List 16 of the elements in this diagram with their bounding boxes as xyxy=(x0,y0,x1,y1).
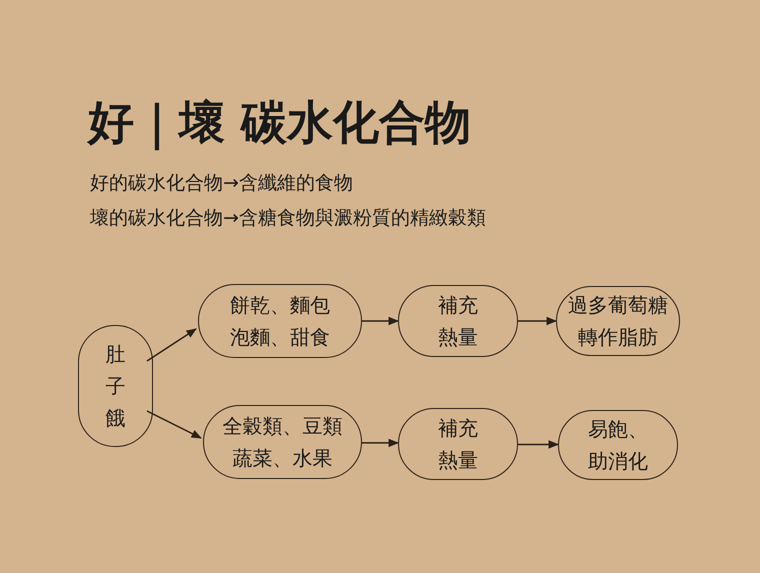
arrow xyxy=(362,316,400,326)
rounded-box: 易飽、助消化 xyxy=(558,410,678,480)
rounded-box: 過多葡萄糖轉作脂肪 xyxy=(556,286,680,356)
arrow xyxy=(518,440,560,449)
arrow xyxy=(146,410,202,439)
rounded-box: 肚子餓 xyxy=(78,325,153,447)
rounded-box: 補充熱量 xyxy=(398,285,518,357)
rounded-box: 餅乾、麵包泡麵、甜食 xyxy=(198,284,362,358)
arrow xyxy=(518,316,558,326)
subtitle-line: 好的碳水化合物→含纖維的食物 xyxy=(90,171,353,196)
title: 好｜壞 碳水化合物 xyxy=(88,94,472,152)
rounded-box: 全穀類、豆類蔬菜、水果 xyxy=(203,405,362,479)
subtitle-line: 壞的碳水化合物→含糖食物與澱粉質的精緻穀類 xyxy=(90,206,486,231)
rounded-box: 補充熱量 xyxy=(398,408,518,480)
arrow xyxy=(362,438,400,448)
arrow xyxy=(146,328,197,362)
